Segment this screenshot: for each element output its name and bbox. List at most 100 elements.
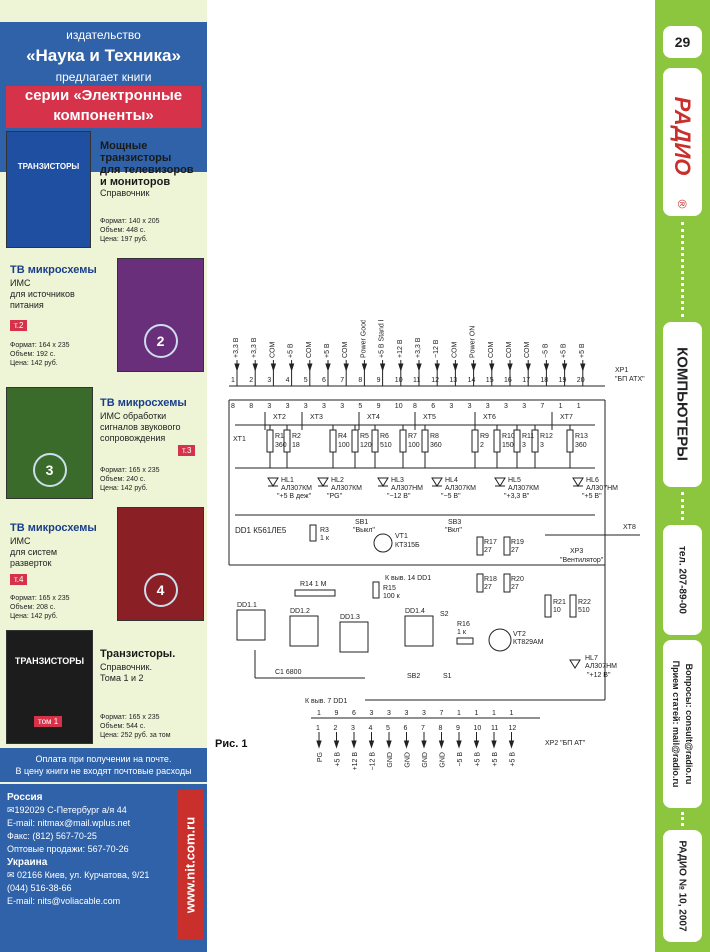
top-conn-number: 1 [577,403,581,410]
pin-arrow [473,740,480,749]
resistor-value: 360 [575,442,587,449]
terminal-block-label: XT2 [273,414,286,421]
r16-label: R16 [457,621,470,628]
resistor-label: R4 [338,433,347,440]
resistor-label: R11 [522,433,534,440]
contact-country-ukraine: Украина [7,857,48,868]
site-link[interactable]: www.nit.com.ru [182,816,198,914]
pin-arrow [252,363,258,372]
pin-arrow [351,740,357,749]
book-cover-3[interactable]: 3 [6,387,93,499]
book-2-badge: т.2 [10,320,28,331]
registered-mark: ® [675,199,689,209]
led-icon [494,477,506,487]
led-caption: "+3,3 В" [504,493,530,500]
led-type: АЛ307КМ [281,485,312,492]
r15-label: R15 [383,585,396,592]
resistor-value: 27 [484,547,492,554]
top-pin-label: −12 В [433,339,440,358]
resistor-r16 [456,637,474,645]
resistor-value: 18 [292,442,300,449]
book-cover-1[interactable]: ТРАНЗИСТОРЫ [6,131,91,248]
r14-label: R14 1 М [300,581,327,588]
dotted-divider [681,222,687,317]
site-banner[interactable]: www.nit.com.ru [177,790,203,940]
top-conn-number: 8 [413,403,417,410]
top-pin-number: 4 [286,377,290,384]
c1-label: C1 6800 [275,669,302,676]
contact-fax: Факс: (812) 567-70-25 [7,831,97,841]
hl7-label: HL7 [585,655,598,662]
top-pin-number: 16 [504,377,512,384]
resistor-label: R8 [430,433,439,440]
top-pin-label: COM [488,342,495,359]
led-label: HL2 [331,477,344,484]
resistor-label: R18 [484,576,497,583]
pin-arrow [491,740,497,749]
pin-arrow [316,740,322,749]
resistor-label: R5 [360,433,369,440]
ad-series: серии «Электронные компоненты» [6,86,201,128]
top-conn-number: 3 [340,403,344,410]
ad-series-line2: компоненты» [53,107,154,124]
resistor-value: 360 [430,442,442,449]
bottom-conn-number: 1 [510,710,514,717]
bottom-pin-label: +5 В [475,752,482,767]
pin-arrow [386,740,392,749]
r3-value: 1 к [320,535,330,542]
bottom-pin-label: GND [440,752,447,768]
gate-label: DD1.1 [237,602,257,609]
resistor [266,429,274,453]
resistor-value: 360 [275,442,287,449]
bottom-pin-number: 11 [491,725,498,732]
bottom-conn-number: 6 [352,710,356,717]
bottom-pin-label: +5 В [510,752,517,767]
bottom-pin-number: 9 [456,725,460,732]
dotted-divider [681,492,687,520]
resistor-label: R1 [275,433,284,440]
resistor-label: R20 [511,576,524,583]
contact-email-ukraine[interactable]: E-mail: nits@voliacable.com [7,896,121,906]
articles-email[interactable]: Прием статей: mail@radio.ru [671,660,681,788]
resistor-r17 [476,536,484,556]
pin-arrow [288,363,295,372]
led-type: АЛ307НМ [586,485,618,492]
ad-payment-note: Оплата при получении на почте. В цену кн… [0,748,207,782]
pin-arrow [398,363,404,372]
top-conn-number: 3 [486,403,490,410]
sb1-name: "Выкл" [353,527,375,534]
vt2-label: VT2 [513,631,526,638]
book-4-title: ТВ микросхемы [10,522,97,534]
sb3-label: SB3 [448,519,461,526]
resistor-value: 3 [540,442,544,449]
resistor-r22 [569,594,577,618]
contact-country-russia: Россия [7,792,43,803]
ad-contacts: Россия ✉192029 С-Петербург а/я 44 E-mail… [0,784,207,952]
top-pin-number: 3 [267,377,271,384]
bottom-conn-number: 1 [457,710,461,717]
pin-arrow [421,740,427,749]
contact-email-russia[interactable]: E-mail: nitmax@mail.wplus.net [7,818,131,828]
top-conn-number: 7 [540,403,544,410]
book-cover-2[interactable]: 2 [117,258,204,372]
bottom-pin-label: −5 В [457,752,464,767]
top-conn-number: 3 [304,403,308,410]
section-box: КОМПЬЮТЕРЫ [663,322,702,487]
vt2-type: КТ829АМ [513,639,544,646]
book-cover-4[interactable]: 4 [117,507,204,621]
top-pin-label: COM [269,342,276,359]
pin-arrow [379,363,386,372]
questions-email[interactable]: Вопросы: consult@radio.ru [684,663,694,785]
xp1-name: "БП АТХ" [615,376,645,383]
book-1-subtitle: Справочник [100,188,150,198]
to-pin7-label: К выв. 7 DD1 [305,698,347,705]
pin-arrow [508,740,515,749]
bottom-pin-label: GND [387,752,394,768]
bottom-conn-number: 3 [422,710,426,717]
bottom-pin-number: 5 [386,725,390,732]
top-conn-number: 9 [377,403,381,410]
pin-arrow [416,363,422,372]
top-pin-label: +5 В Stand by [379,320,386,358]
